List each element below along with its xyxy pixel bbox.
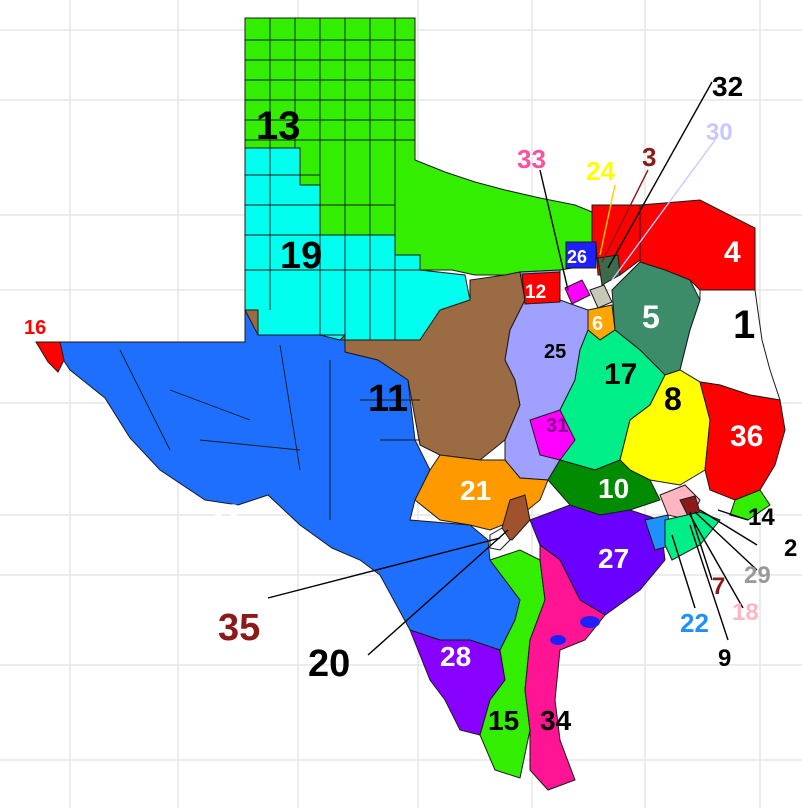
district-12-region xyxy=(521,271,561,305)
district-label-23: 23 xyxy=(208,499,241,532)
district-label-14: 14 xyxy=(748,504,775,531)
county-lines xyxy=(119,18,420,520)
district-label-22: 22 xyxy=(680,608,709,638)
district-label-12: 12 xyxy=(525,282,546,303)
district-label-33: 33 xyxy=(517,144,546,174)
district-label-25: 25 xyxy=(544,341,566,363)
district-36-region xyxy=(699,381,786,501)
district-8-region xyxy=(619,369,711,486)
district-label-34: 34 xyxy=(540,705,572,736)
district-14-region xyxy=(729,489,771,521)
district-26-region xyxy=(565,241,597,269)
district-label-30: 30 xyxy=(706,119,733,146)
district-label-36: 36 xyxy=(730,420,763,453)
district-labels: 13 19 16 11 23 35 20 21 25 31 12 26 6 5 … xyxy=(24,71,797,736)
district-32-region xyxy=(597,254,621,286)
district-label-11: 11 xyxy=(368,378,408,420)
district-label-1: 1 xyxy=(733,303,755,347)
district-label-21: 21 xyxy=(460,475,491,506)
district-label-32: 32 xyxy=(712,71,743,102)
district-label-7: 7 xyxy=(712,573,725,600)
district-label-17: 17 xyxy=(604,358,637,391)
district-label-8: 8 xyxy=(664,381,682,417)
district-34-region xyxy=(524,544,606,791)
leader-lines xyxy=(267,81,758,656)
district-33-region xyxy=(564,279,591,305)
district-label-5: 5 xyxy=(642,299,660,335)
district-label-2: 2 xyxy=(784,535,797,562)
district-label-27: 27 xyxy=(598,543,629,574)
district-label-24: 24 xyxy=(586,156,615,186)
bay-shape xyxy=(550,635,566,645)
district-label-31: 31 xyxy=(546,415,568,437)
district-label-26: 26 xyxy=(567,247,587,267)
district-label-15: 15 xyxy=(488,705,519,736)
district-label-35: 35 xyxy=(218,607,260,649)
district-label-6: 6 xyxy=(592,313,603,335)
district-label-4: 4 xyxy=(724,236,741,269)
district-label-18: 18 xyxy=(732,599,759,626)
district-regions xyxy=(35,17,786,791)
district-label-13: 13 xyxy=(256,104,301,148)
district-label-16: 16 xyxy=(24,317,46,339)
district-30-region xyxy=(589,284,613,309)
district-label-10: 10 xyxy=(598,473,629,504)
district-label-28: 28 xyxy=(440,641,471,672)
district-31-region xyxy=(529,409,576,461)
district-label-20: 20 xyxy=(308,643,350,685)
district-label-9: 9 xyxy=(718,645,731,672)
bay-shape xyxy=(580,616,600,628)
district-label-3: 3 xyxy=(642,142,656,172)
district-label-19: 19 xyxy=(280,235,322,277)
district-label-29: 29 xyxy=(744,562,771,589)
district-16-region xyxy=(35,341,65,373)
